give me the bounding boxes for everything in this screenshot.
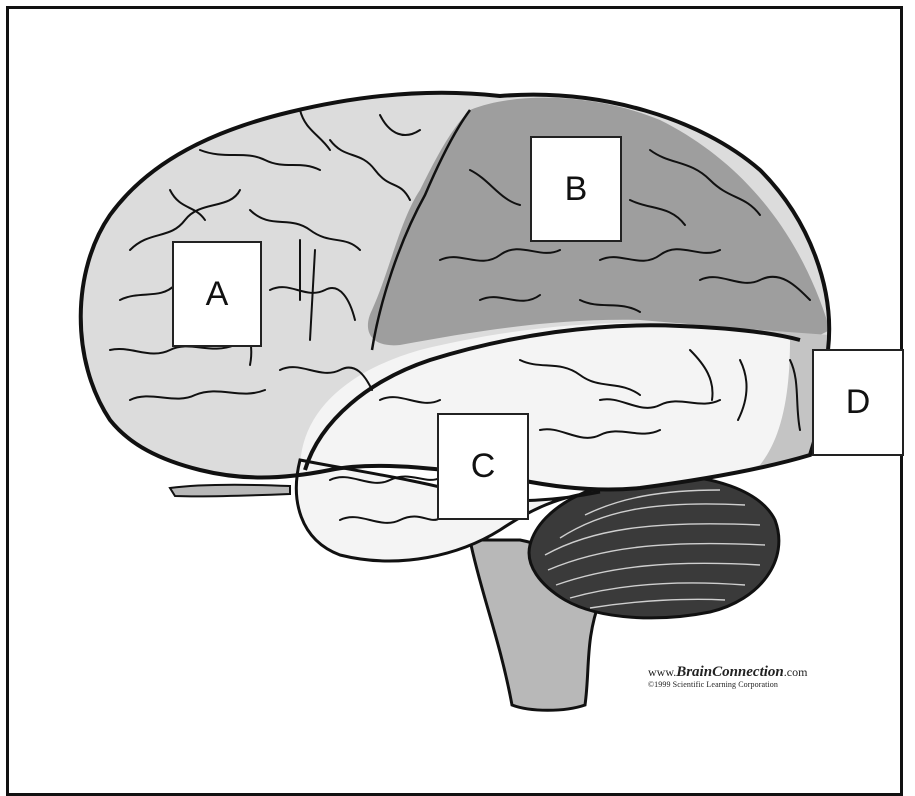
- credit-site: www.BrainConnection.com: [648, 664, 807, 681]
- label-box-c[interactable]: C: [437, 413, 529, 520]
- credit-prefix: www.: [648, 665, 676, 679]
- label-d-text: D: [846, 383, 871, 422]
- optic-nerve: [170, 485, 290, 497]
- label-c-text: C: [471, 447, 496, 486]
- label-a-text: A: [206, 275, 229, 314]
- label-box-d[interactable]: D: [812, 349, 904, 456]
- credit-copyright: ©1999 Scientific Learning Corporation: [648, 681, 807, 690]
- credit-brand: BrainConnection: [676, 664, 784, 680]
- label-box-a[interactable]: A: [172, 241, 262, 347]
- label-b-text: B: [565, 170, 588, 209]
- label-box-b[interactable]: B: [530, 136, 622, 242]
- credit-suffix: .com: [784, 665, 808, 679]
- image-credit: www.BrainConnection.com ©1999 Scientific…: [648, 664, 807, 689]
